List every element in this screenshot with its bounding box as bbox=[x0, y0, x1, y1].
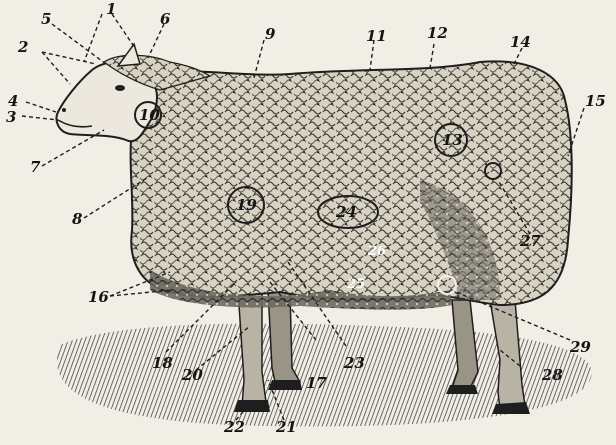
label-5: 5 bbox=[41, 12, 51, 27]
label-27: 27 bbox=[520, 234, 541, 249]
label-24: 24 bbox=[336, 205, 357, 220]
fleece-body bbox=[131, 61, 572, 305]
label-13: 13 bbox=[442, 133, 463, 148]
label-14: 14 bbox=[510, 35, 531, 50]
label-20: 20 bbox=[182, 368, 203, 383]
ear bbox=[118, 44, 140, 66]
label-6: 6 bbox=[160, 12, 170, 27]
label-22: 22 bbox=[224, 420, 245, 435]
label-28: 28 bbox=[542, 368, 563, 383]
label-4: 4 bbox=[8, 94, 18, 109]
label-1: 1 bbox=[106, 2, 116, 17]
label-3: 3 bbox=[6, 110, 16, 125]
nostril bbox=[62, 108, 66, 112]
label-11: 11 bbox=[366, 29, 387, 44]
label-19: 19 bbox=[236, 198, 257, 213]
label-23: 23 bbox=[344, 356, 365, 371]
label-21: 21 bbox=[276, 420, 297, 435]
label-29: 29 bbox=[570, 340, 591, 355]
label-16: 16 bbox=[88, 290, 109, 305]
hind-leg-right bbox=[452, 300, 478, 388]
label-25: 25 bbox=[347, 278, 365, 291]
label-8: 8 bbox=[72, 212, 82, 227]
label-12: 12 bbox=[427, 26, 448, 41]
label-18: 18 bbox=[152, 356, 173, 371]
label-17: 17 bbox=[306, 376, 327, 391]
label-9: 9 bbox=[265, 27, 275, 42]
label-10: 10 bbox=[139, 108, 160, 123]
eye bbox=[115, 85, 125, 91]
label-7: 7 bbox=[30, 160, 40, 175]
label-2: 2 bbox=[18, 40, 28, 55]
label-26: 26 bbox=[368, 245, 386, 258]
label-15: 15 bbox=[585, 94, 606, 109]
